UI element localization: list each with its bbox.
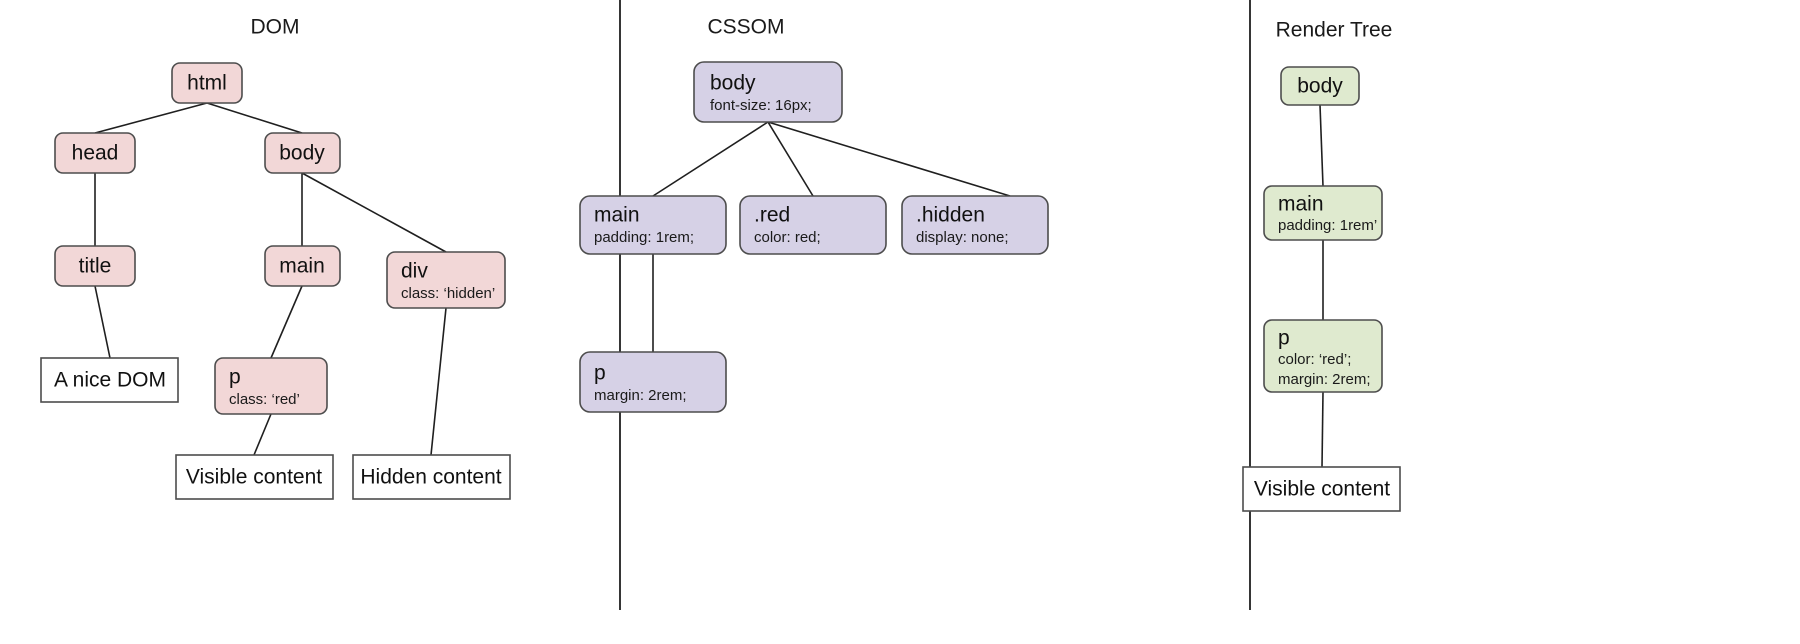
cssom-node-hidden-declaration: display: none;	[916, 229, 1009, 246]
cssom-node-p-selector: p	[594, 362, 606, 385]
dom-node-p-label: p	[229, 366, 241, 389]
cssom-node-hidden-box[interactable]	[901, 195, 1049, 255]
render-node-main-box[interactable]	[1263, 185, 1383, 241]
edge-title-nice	[94, 285, 111, 359]
dom-node-head[interactable]: head	[54, 132, 136, 174]
edge-html-body	[206, 102, 303, 134]
edge-div-hidden	[430, 307, 447, 456]
edge-body-div	[301, 172, 447, 253]
dom-text-node-visible-content-label: Visible content	[186, 466, 322, 489]
dom-text-node-hidden-content[interactable]: Hidden content	[352, 454, 511, 500]
cssom-node-red-selector: .red	[754, 204, 790, 227]
dom-edges	[94, 102, 447, 456]
cssom-node-body-selector: body	[710, 72, 756, 95]
dom-node-html-box[interactable]	[171, 62, 243, 104]
dom-node-main-box[interactable]	[264, 245, 341, 287]
dom-node-body[interactable]: body	[264, 132, 341, 174]
panel-title-dom: DOM	[251, 16, 300, 39]
render-text-node-visible-content[interactable]: Visible content	[1242, 466, 1401, 512]
dom-node-main-label: main	[279, 255, 325, 278]
render-node-p-label: p	[1278, 327, 1290, 350]
dom-text-node-hidden-content-label: Hidden content	[360, 466, 501, 489]
render-node-p[interactable]: p color: ‘red’; margin: 2rem;	[1263, 319, 1383, 393]
dom-node-p[interactable]: p class: ‘red’	[214, 357, 328, 415]
dom-node-head-label: head	[72, 142, 119, 165]
cssom-node-hidden-selector: .hidden	[916, 204, 985, 227]
panel-title-cssom: CSSOM	[707, 16, 784, 39]
dom-node-div-attr: class: ‘hidden’	[401, 285, 495, 302]
edge-cssom-body-hidden	[767, 121, 1011, 197]
render-text-node-visible-content-box[interactable]	[1242, 466, 1401, 512]
dom-node-head-box[interactable]	[54, 132, 136, 174]
edge-p-visible	[253, 413, 272, 456]
render-node-body-label: body	[1297, 75, 1343, 98]
cssom-edges	[652, 121, 1011, 352]
dom-node-body-box[interactable]	[264, 132, 341, 174]
panel-title-render: Render Tree	[1276, 19, 1393, 42]
cssom-node-main-selector: main	[594, 204, 640, 227]
dom-text-node-a-nice-dom[interactable]: A nice DOM	[40, 357, 179, 403]
dom-node-html-label: html	[187, 72, 227, 95]
dom-node-main[interactable]: main	[264, 245, 341, 287]
dom-node-title-box[interactable]	[54, 245, 136, 287]
dom-tree: html head body title main div cl	[40, 62, 511, 500]
cssom-node-main[interactable]: main padding: 1rem;	[579, 195, 727, 255]
cssom-node-p[interactable]: p margin: 2rem;	[579, 351, 727, 413]
edge-cssom-body-main	[652, 121, 769, 197]
cssom-node-main-declaration: padding: 1rem;	[594, 229, 694, 246]
edge-html-head	[94, 102, 208, 134]
cssom-node-red-declaration: color: red;	[754, 229, 821, 246]
render-node-p-style-margin: margin: 2rem;	[1278, 371, 1371, 388]
edge-cssom-body-red	[767, 121, 814, 197]
cssom-node-p-box[interactable]	[579, 351, 727, 413]
cssom-node-body[interactable]: body font-size: 16px;	[693, 61, 843, 123]
dom-node-div-box[interactable]	[386, 251, 506, 309]
edge-render-p-visible	[1321, 391, 1324, 468]
render-node-p-box[interactable]	[1263, 319, 1383, 393]
dom-node-body-label: body	[279, 142, 325, 165]
dom-node-title-label: title	[79, 255, 112, 278]
dom-node-p-attr: class: ‘red’	[229, 391, 300, 408]
render-node-main[interactable]: main padding: 1rem’	[1263, 185, 1383, 241]
cssom-node-main-box[interactable]	[579, 195, 727, 255]
cssom-node-red[interactable]: .red color: red;	[739, 195, 887, 255]
cssom-node-body-declaration: font-size: 16px;	[710, 97, 812, 114]
dom-text-node-visible-content-box[interactable]	[175, 454, 334, 500]
render-node-body[interactable]: body	[1280, 66, 1360, 106]
dom-text-node-visible-content[interactable]: Visible content	[175, 454, 334, 500]
cssom-node-body-box[interactable]	[693, 61, 843, 123]
render-node-main-label: main	[1278, 193, 1324, 216]
dom-node-title[interactable]: title	[54, 245, 136, 287]
edge-render-body-main	[1319, 104, 1324, 187]
dom-node-div[interactable]: div class: ‘hidden’	[386, 251, 506, 309]
dom-text-node-hidden-content-box[interactable]	[352, 454, 511, 500]
edge-main-p	[270, 285, 303, 359]
dom-text-node-a-nice-dom-box[interactable]	[40, 357, 179, 403]
dom-text-node-a-nice-dom-label: A nice DOM	[54, 369, 166, 392]
cssom-tree: body font-size: 16px; main padding: 1rem…	[579, 61, 1049, 413]
cssom-node-red-box[interactable]	[739, 195, 887, 255]
render-node-p-style-color: color: ‘red’;	[1278, 351, 1351, 368]
render-tree: body main padding: 1rem’ p color: ‘red’;…	[1242, 66, 1401, 512]
render-edges	[1319, 104, 1324, 468]
dom-node-p-box[interactable]	[214, 357, 328, 415]
render-node-body-box[interactable]	[1280, 66, 1360, 106]
render-text-node-visible-content-label: Visible content	[1254, 478, 1390, 501]
dom-node-div-label: div	[401, 260, 428, 283]
cssom-node-p-declaration: margin: 2rem;	[594, 387, 687, 404]
cssom-node-hidden[interactable]: .hidden display: none;	[901, 195, 1049, 255]
render-node-main-style: padding: 1rem’	[1278, 217, 1377, 234]
dom-node-html[interactable]: html	[171, 62, 243, 104]
